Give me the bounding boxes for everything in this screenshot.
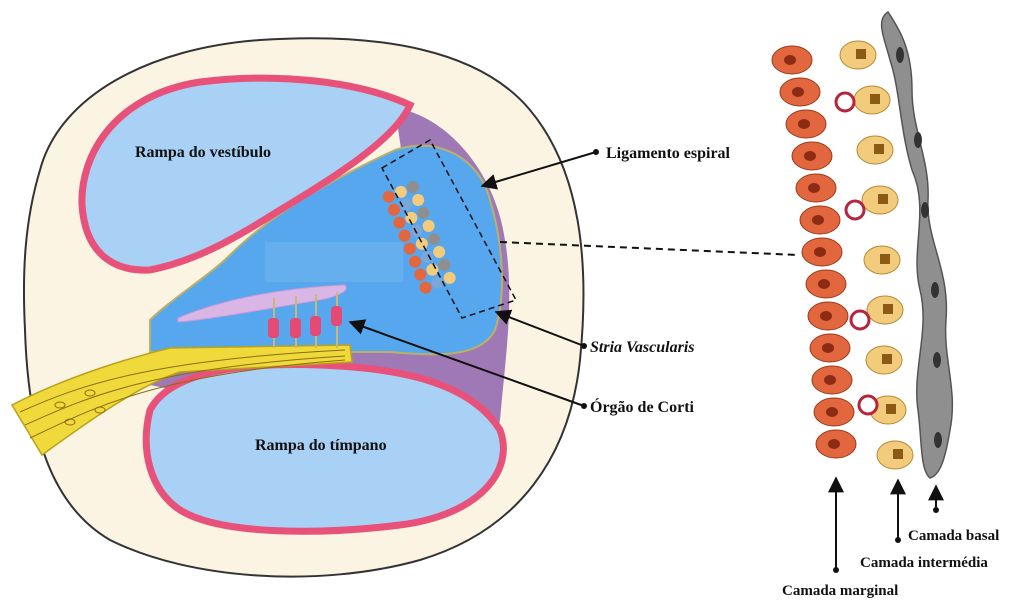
label-marginal-layer: Camada marginal <box>782 583 898 599</box>
label-basal-layer: Camada basal <box>908 528 999 544</box>
label-stria-vascularis: Stria Vascularis <box>590 339 694 356</box>
stria-enlarged-view <box>772 12 952 478</box>
label-scala-vestibuli: Rampa do vestíbulo <box>135 144 271 161</box>
label-spiral-ligament: Ligamento espiral <box>606 145 731 162</box>
cochlea-cross-section <box>12 38 583 576</box>
label-intermediate-layer: Camada intermédia <box>860 555 988 571</box>
label-scala-tympani: Rampa do tímpano <box>255 437 387 454</box>
label-organ-of-corti: Órgão de Corti <box>590 397 695 416</box>
faint-patch <box>265 242 403 282</box>
